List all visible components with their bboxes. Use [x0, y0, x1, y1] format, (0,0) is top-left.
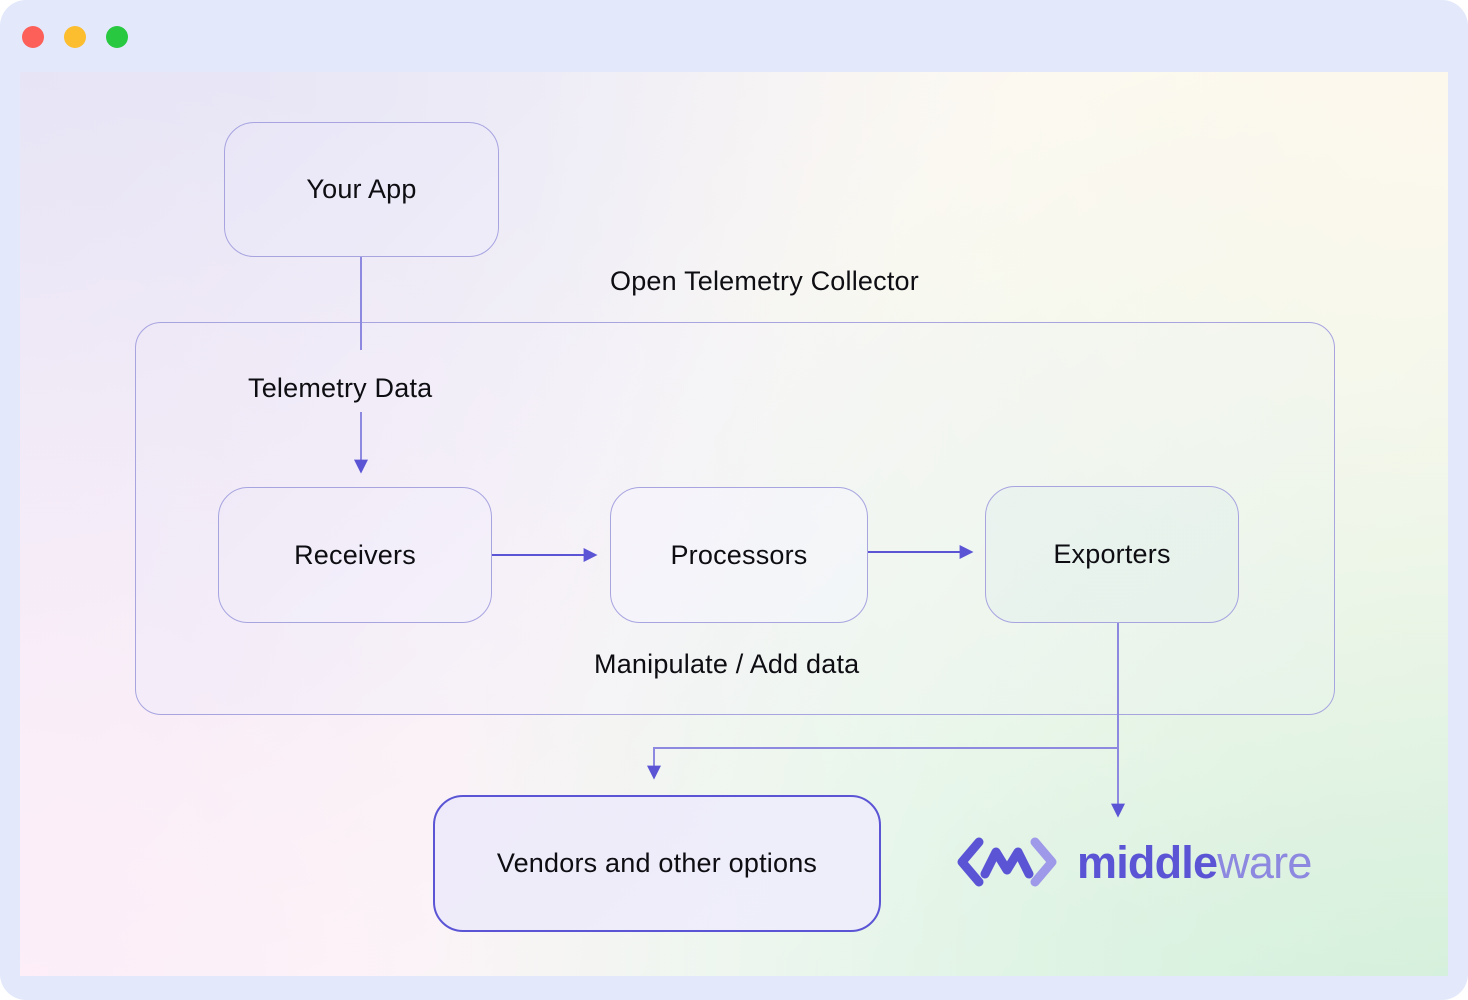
diagram-canvas: Your App Receivers Processors Exporters … [20, 72, 1448, 976]
middleware-wordmark: middleware [1077, 840, 1312, 885]
close-window-button[interactable] [22, 26, 44, 48]
node-your-app[interactable]: Your App [224, 122, 499, 257]
manipulate-add-data-label: Manipulate / Add data [594, 649, 860, 679]
node-receivers[interactable]: Receivers [218, 487, 492, 623]
node-processors[interactable]: Processors [610, 487, 868, 623]
middleware-word-strong: middle [1077, 836, 1218, 888]
telemetry-data-edge-label: Telemetry Data [248, 373, 433, 403]
window-titlebar [0, 0, 1468, 72]
node-exporters-label: Exporters [1053, 539, 1171, 569]
architecture-diagram: Your App Receivers Processors Exporters … [20, 72, 1448, 976]
maximize-window-button[interactable] [106, 26, 128, 48]
middleware-logo[interactable]: middleware [955, 836, 1312, 888]
node-exporters[interactable]: Exporters [985, 486, 1239, 623]
collector-title-label: Open Telemetry Collector [610, 266, 919, 296]
node-your-app-label: Your App [306, 174, 417, 204]
middleware-mark-icon [957, 837, 1057, 887]
node-vendors-label: Vendors and other options [496, 848, 818, 878]
node-receivers-label: Receivers [294, 539, 416, 570]
node-processors-label: Processors [670, 539, 808, 570]
minimize-window-button[interactable] [64, 26, 86, 48]
middleware-word-light: ware [1217, 836, 1312, 888]
node-vendors[interactable]: Vendors and other options [433, 795, 881, 932]
